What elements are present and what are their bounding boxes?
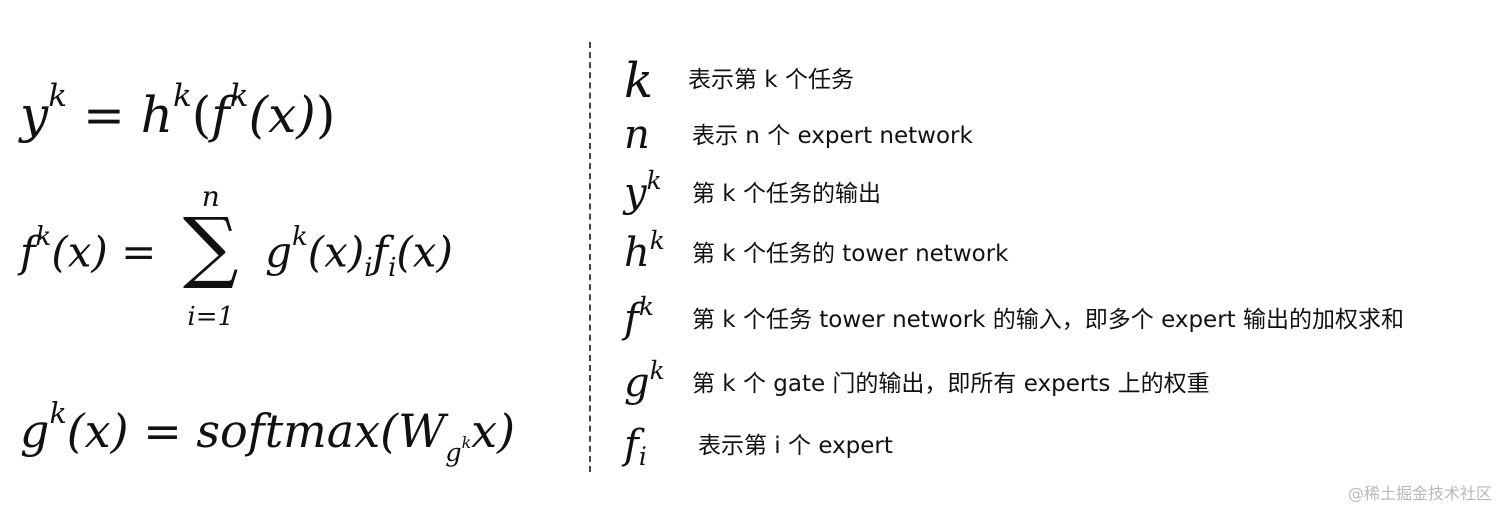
eq2-g-sup: k — [291, 221, 308, 252]
eq3-equals: = — [143, 404, 182, 458]
eq1-f-sup: k — [229, 77, 249, 114]
equation-tower-input: fk(x) = n ∑ i=1 gk(x)ifi(x) — [20, 180, 453, 332]
legend-desc: 第 k 个任务的输出 — [692, 181, 881, 207]
sum-lower: i=1 — [187, 302, 235, 332]
eq3-lhs-sup: k — [49, 396, 67, 430]
legend-desc: 第 k 个任务 tower network 的输入，即多个 expert 输出的… — [692, 307, 1404, 333]
equation-output: yk = hk(fk(x)) — [20, 80, 336, 144]
eq2-fiarg: (x) — [396, 227, 453, 277]
legend-symbol: k — [624, 53, 654, 109]
legend-desc: 表示第 k 个任务 — [688, 67, 854, 93]
eq1-open: ( — [191, 86, 212, 144]
eq1-f: f — [211, 86, 230, 144]
legend-symbol: fk — [624, 291, 654, 342]
eq3-W-sub-sup: k — [461, 432, 472, 452]
eq2-garg: (x) — [307, 227, 365, 277]
eq2-g-sub: i — [364, 252, 373, 283]
sum-upper: n — [201, 180, 220, 213]
legend-desc: 表示 n 个 expert network — [692, 123, 973, 149]
eq1-lhs: y — [20, 86, 49, 144]
equation-gate: gk(x) = softmax(Wgkx) — [20, 399, 516, 465]
eq2-arg: (x) — [51, 227, 108, 277]
legend-symbol: fi — [624, 422, 647, 472]
legend-desc: 第 k 个任务的 tower network — [692, 241, 1009, 267]
eq3-softmax: softmax( — [196, 404, 399, 458]
eq1-equals: = — [82, 86, 125, 144]
eq3-lhs: g — [20, 404, 50, 458]
eq1-close: ) — [315, 86, 336, 144]
eq1-lhs-sup: k — [48, 77, 68, 114]
eq3-W-sub-g: g — [445, 437, 462, 467]
legend-symbol: gk — [624, 355, 665, 406]
legend-symbol: hk — [624, 225, 665, 276]
eq3-W: W — [398, 404, 446, 458]
dashed-divider — [589, 42, 591, 472]
summation: n ∑ i=1 — [174, 180, 248, 332]
eq1-arg: (x) — [248, 86, 316, 144]
eq2-g: g — [265, 227, 292, 277]
watermark: @稀土掘金技术社区 — [1347, 484, 1492, 503]
legend-symbol: n — [624, 112, 650, 158]
legend-desc: 第 k 个 gate 门的输出，即所有 experts 上的权重 — [692, 371, 1210, 397]
eq3-W-sub: gk — [445, 434, 471, 467]
legend-symbol: yk — [624, 165, 662, 216]
legend-desc: 表示第 i 个 expert — [698, 433, 893, 459]
eq2-lhs-sup: k — [35, 221, 52, 252]
eq3-x: x — [471, 404, 498, 458]
eq1-h: h — [140, 86, 173, 144]
eq2-lhs: f — [20, 227, 36, 277]
eq3-close: ) — [497, 404, 516, 458]
eq2-equals: = — [121, 227, 157, 277]
eq3-arg: (x) — [66, 404, 129, 458]
eq2-fi: f — [372, 227, 389, 277]
sum-symbol: ∑ — [182, 202, 239, 292]
eq1-h-sup: k — [172, 77, 192, 114]
eq2-fi-sub: i — [388, 252, 397, 283]
